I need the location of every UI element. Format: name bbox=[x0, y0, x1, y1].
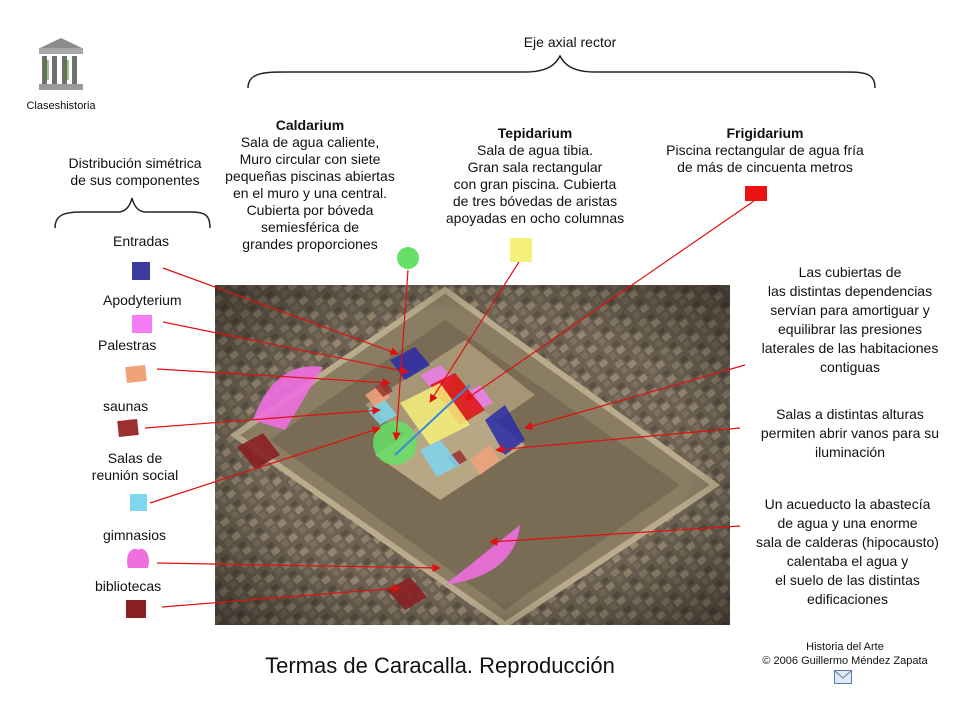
note-acueducto-line-3: sala de calderas (hipocausto) bbox=[756, 534, 939, 550]
note-acueducto-line-5: el suelo de las distintas bbox=[775, 572, 920, 588]
tepidarium-line-5: apoyadas en ocho columnas bbox=[445, 210, 625, 226]
swatch-palestras bbox=[125, 364, 147, 384]
note-cubiertas: Las cubiertas de las distintas dependenc… bbox=[740, 263, 960, 377]
frigidarium-marker bbox=[745, 186, 767, 201]
note-cubiertas-line-3: servían para amortiguar y bbox=[770, 302, 930, 318]
legend-label-saunas: saunas bbox=[103, 398, 149, 414]
credit-text: Historia del Arte © 2006 Guillermo Ménde… bbox=[730, 640, 960, 668]
swatch-salas-reunion bbox=[130, 494, 147, 511]
symmetry-line-1: Distribución simétrica bbox=[68, 155, 202, 171]
note-acueducto-line-4: calentaba el agua y bbox=[786, 553, 909, 569]
caldarium-line-4: en el muro y una central. bbox=[232, 185, 388, 201]
note-cubiertas-line-6: contiguas bbox=[820, 359, 880, 375]
caldarium-line-3: pequeñas piscinas abiertas bbox=[225, 168, 395, 184]
tepidarium-text: Tepidarium Sala de agua tibia. Gran sala… bbox=[420, 125, 650, 227]
caldarium-line-6: semiesférica de bbox=[260, 219, 360, 235]
caldarium-line-7: grandes proporciones bbox=[242, 236, 378, 252]
caldarium-title: Caldarium bbox=[275, 117, 345, 133]
legend-label-entradas: Entradas bbox=[113, 233, 170, 249]
mail-button[interactable] bbox=[834, 670, 852, 684]
note-cubiertas-line-2: las distintas dependencias bbox=[767, 283, 933, 299]
tepidarium-line-2: Gran sala rectangular bbox=[467, 159, 603, 175]
temple-icon bbox=[39, 38, 83, 90]
caldarium-text: Caldarium Sala de agua caliente, Muro ci… bbox=[200, 117, 420, 253]
legend-label-apodyterium: Apodyterium bbox=[103, 292, 182, 308]
frigidarium-text: Frigidarium Piscina rectangular de agua … bbox=[640, 125, 890, 176]
legend-label-salas-reunion: Salas de reunión social bbox=[70, 450, 200, 484]
frigidarium-line-1: Piscina rectangular de agua fría bbox=[666, 142, 864, 158]
note-alturas-line-1: Salas a distintas alturas bbox=[776, 406, 924, 422]
note-cubiertas-line-5: laterales de las habitaciones bbox=[761, 340, 939, 356]
swatch-gimnasios bbox=[127, 548, 149, 568]
tepidarium-title: Tepidarium bbox=[497, 125, 573, 141]
caldarium-line-1: Sala de agua caliente, bbox=[240, 134, 380, 150]
aerial-photo bbox=[215, 285, 730, 625]
credit-line-1: Historia del Arte bbox=[806, 641, 884, 653]
legend-label-salas-line-2: reunión social bbox=[91, 467, 179, 483]
tepidarium-line-3: con gran piscina. Cubierta bbox=[453, 176, 617, 192]
logo[interactable] bbox=[36, 36, 86, 94]
axis-brace bbox=[247, 54, 876, 89]
tepidarium-marker bbox=[510, 238, 532, 262]
frigidarium-line-2: de más de cincuenta metros bbox=[677, 159, 853, 175]
note-alturas: Salas a distintas alturas permiten abrir… bbox=[740, 405, 960, 462]
axis-label: Eje axial rector bbox=[523, 34, 617, 50]
symmetry-text: Distribución simétrica de sus componente… bbox=[40, 155, 230, 189]
swatch-apodyterium bbox=[132, 315, 152, 333]
symmetry-line-2: de sus componentes bbox=[70, 172, 200, 188]
tepidarium-line-4: de tres bóvedas de aristas bbox=[452, 193, 618, 209]
legend-label-gimnasios: gimnasios bbox=[103, 527, 167, 543]
tepidarium-line-1: Sala de agua tibia. bbox=[477, 142, 593, 158]
frigidarium-title: Frigidarium bbox=[726, 125, 804, 141]
note-acueducto: Un acueducto la abastecía de agua y una … bbox=[735, 495, 960, 609]
swatch-saunas bbox=[117, 418, 139, 438]
mail-icon bbox=[834, 670, 852, 684]
legend-label-salas-line-1: Salas de bbox=[107, 450, 163, 466]
note-acueducto-line-2: de agua y una enorme bbox=[777, 515, 918, 531]
credit-line-2: © 2006 Guillermo Méndez Zapata bbox=[762, 655, 928, 667]
aerial-model-illustration bbox=[215, 285, 730, 625]
caldarium-line-5: Cubierta por bóveda bbox=[246, 202, 374, 218]
note-cubiertas-line-1: Las cubiertas de bbox=[798, 264, 902, 280]
note-cubiertas-line-4: equilibrar las presiones bbox=[778, 321, 922, 337]
note-acueducto-line-6: edificaciones bbox=[807, 591, 888, 607]
page-title: Termas de Caracalla. Reproducción bbox=[265, 653, 615, 678]
legend-label-palestras: Palestras bbox=[98, 337, 157, 353]
note-alturas-line-2: permiten abrir vanos para su bbox=[760, 425, 940, 441]
logo-caption: Claseshistoria bbox=[26, 100, 96, 112]
swatch-entradas bbox=[132, 262, 150, 280]
legend-label-bibliotecas: bibliotecas bbox=[95, 578, 162, 594]
caldarium-line-2: Muro circular con siete bbox=[239, 151, 381, 167]
note-alturas-line-3: iluminación bbox=[814, 444, 886, 460]
symmetry-brace bbox=[54, 197, 211, 229]
note-acueducto-line-1: Un acueducto la abastecía bbox=[764, 496, 931, 512]
swatch-bibliotecas bbox=[126, 600, 146, 618]
